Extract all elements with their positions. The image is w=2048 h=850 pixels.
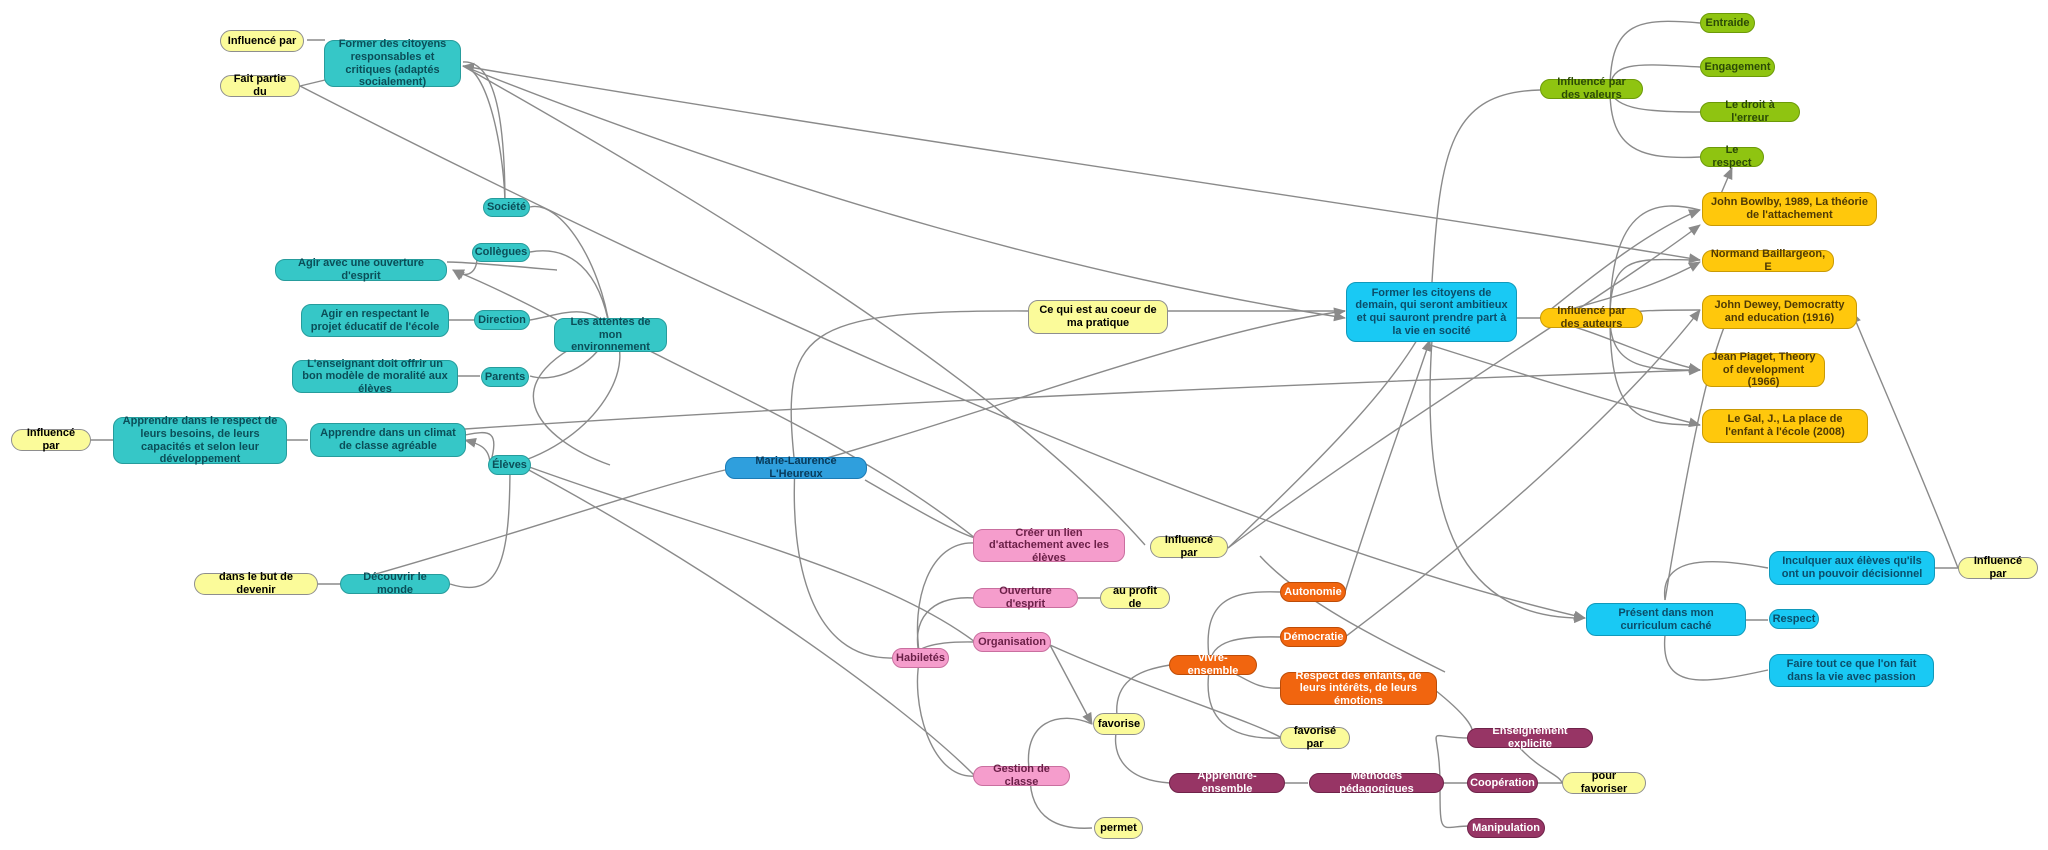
present-curriculum-node[interactable]: Présent dans mon curriculum caché <box>1586 603 1746 636</box>
favorise-node[interactable]: favorise <box>1093 713 1145 735</box>
agir-projet-node[interactable]: Agir en respectant le projet éducatif de… <box>301 304 449 337</box>
respect-enfants-node[interactable]: Respect des enfants, de leurs intérêts, … <box>1280 670 1437 707</box>
baillargeon-node[interactable]: Normand Baillargeon, E <box>1702 248 1834 273</box>
decouvrir-monde-node[interactable]: Découvrir le monde <box>340 571 450 596</box>
manipulation-node[interactable]: Manipulation <box>1467 818 1545 838</box>
droit-erreur-node[interactable]: Le droit à l'erreur <box>1700 99 1800 124</box>
eleves-node[interactable]: Élèves <box>488 455 531 475</box>
engagement-node[interactable]: Engagement <box>1700 57 1775 77</box>
influence-par-left-node[interactable]: Influencé par <box>11 427 91 452</box>
influence-auteurs-node[interactable]: Influencé par des auteurs <box>1540 305 1643 330</box>
influence-par-right-node[interactable]: Influencé par <box>1958 555 2038 580</box>
enseignement-explicite-node[interactable]: Enseignement explicite <box>1467 725 1593 750</box>
le-respect-node[interactable]: Le respect <box>1700 144 1764 169</box>
former-citoyens-responsables-node[interactable]: Former des citoyens responsables et crit… <box>324 38 461 88</box>
faire-tout-node[interactable]: Faire tout ce que l'on fait dans la vie … <box>1769 654 1934 687</box>
gestion-classe-node[interactable]: Gestion de classe <box>973 763 1070 788</box>
influence-valeurs-node[interactable]: Influencé par des valeurs <box>1540 76 1643 101</box>
methodes-pedagogiques-node[interactable]: Méthodes pédagogiques <box>1309 770 1444 795</box>
coeur-pratique-node[interactable]: Ce qui est au coeur de ma pratique <box>1028 300 1168 334</box>
democratie-node[interactable]: Démocratie <box>1280 627 1347 647</box>
collegues-node[interactable]: Collègues <box>472 243 530 262</box>
vivre-ensemble-node[interactable]: vivre-ensemble <box>1169 652 1257 677</box>
piaget-node[interactable]: Jean Piaget, Theory of development (1966… <box>1702 351 1825 388</box>
permet-node[interactable]: permet <box>1094 817 1143 839</box>
autonomie-node[interactable]: Autonomie <box>1280 582 1346 602</box>
organisation-node[interactable]: Organisation <box>973 632 1051 652</box>
cooperation-node[interactable]: Coopération <box>1467 773 1538 793</box>
dans-le-but-node[interactable]: dans le but de devenir <box>194 571 318 596</box>
former-citoyens-demain-node[interactable]: Former les citoyens de demain, qui seron… <box>1346 282 1517 342</box>
societe-node[interactable]: Société <box>483 198 530 217</box>
respect-right-node[interactable]: Respect <box>1769 609 1819 629</box>
parents-node[interactable]: Parents <box>481 367 529 387</box>
agir-ouverture-node[interactable]: Agir avec une ouverture d'esprit <box>275 257 447 282</box>
creer-lien-node[interactable]: Créer un lien d'attachement avec les élè… <box>973 527 1125 564</box>
entraide-node[interactable]: Entraide <box>1700 13 1755 33</box>
apprendre-respect-node[interactable]: Apprendre dans le respect de leurs besoi… <box>113 415 287 465</box>
influence-par-node[interactable]: Influencé par <box>220 30 304 52</box>
enseignant-modele-node[interactable]: L'enseignant doit offrir un bon modèle d… <box>292 358 458 395</box>
direction-node[interactable]: Direction <box>474 310 530 330</box>
central-node-marie-laurence[interactable]: Marie-Laurence L'Heureux <box>725 455 867 480</box>
favorise-par-node[interactable]: favorisé par <box>1280 725 1350 750</box>
influence-par-mid-node[interactable]: Influencé par <box>1150 534 1228 559</box>
apprendre-ensemble-node[interactable]: Apprendre-ensemble <box>1169 770 1285 795</box>
pour-favoriser-node[interactable]: pour favoriser <box>1562 770 1646 795</box>
ouverture-esprit-node[interactable]: Ouverture d'esprit <box>973 585 1078 610</box>
apprendre-climat-node[interactable]: Apprendre dans un climat de classe agréa… <box>310 423 466 457</box>
au-profit-de-node[interactable]: au profit de <box>1100 585 1170 610</box>
legal-node[interactable]: Le Gal, J., La place de l'enfant à l'éco… <box>1702 409 1868 443</box>
attentes-environnement-node[interactable]: Les attentes de mon environnement <box>554 316 667 353</box>
inculquer-node[interactable]: Inculquer aux élèves qu'ils ont un pouvo… <box>1769 551 1935 585</box>
habiletes-node[interactable]: Habiletés <box>892 648 949 668</box>
bowlby-node[interactable]: John Bowlby, 1989, La théorie de l'attac… <box>1702 192 1877 226</box>
fait-partie-du-node[interactable]: Fait partie du <box>220 73 300 98</box>
dewey-node[interactable]: John Dewey, Democratty and education (19… <box>1702 295 1857 329</box>
